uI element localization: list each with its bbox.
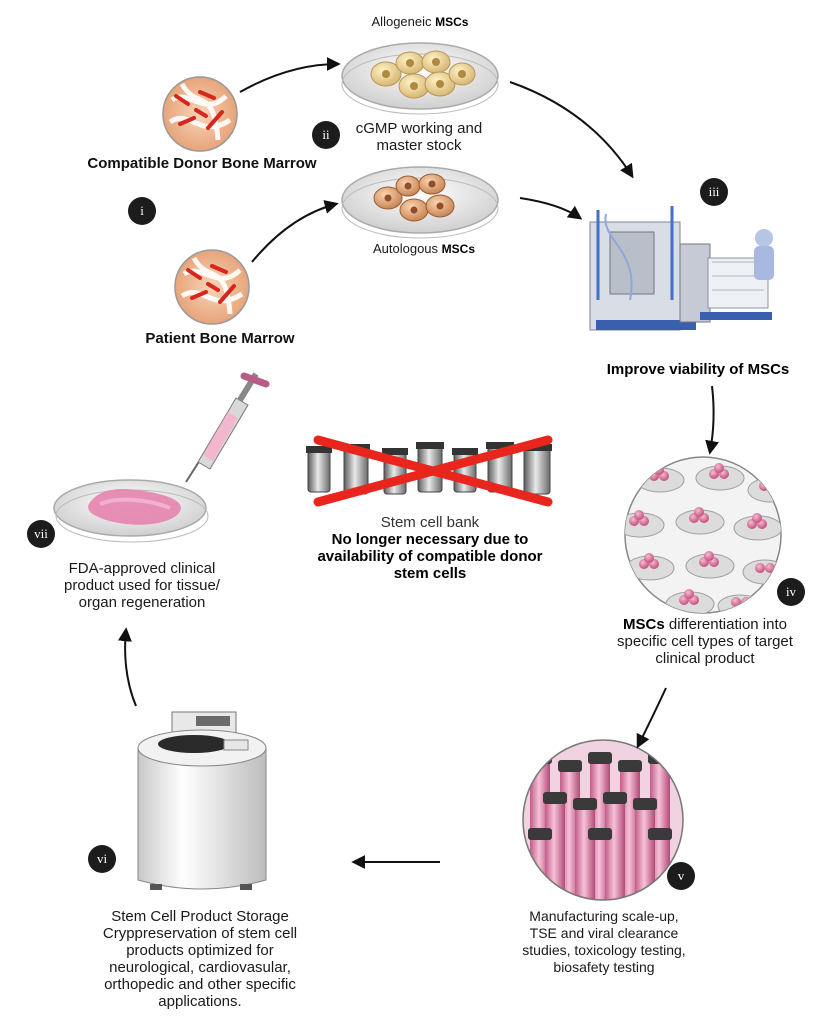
differentiated-cells-image — [624, 456, 782, 614]
bioreactor-equipment-image — [589, 206, 774, 331]
cryostorage-tank-image — [137, 711, 267, 890]
autologous-msc-dish — [341, 166, 499, 239]
step-badge-iii: iii — [700, 178, 728, 206]
red-cross-mark — [313, 435, 553, 507]
patient-bone-marrow-icon — [174, 249, 250, 325]
arrow-autologous-to-bioreactor — [519, 197, 583, 220]
stem-cell-bank-canisters — [306, 442, 552, 495]
manufacturing-caption: Manufacturing scale-up,TSE and viral cle… — [522, 908, 686, 975]
allogeneic-label: Allogeneic MSCs — [371, 14, 469, 29]
step-badge-ii: ii — [312, 121, 340, 149]
step-badge-vii: vii — [27, 520, 55, 548]
arrow-donor-to-allogeneic — [239, 57, 341, 93]
patient-bone-marrow-label: Patient Bone Marrow — [145, 330, 295, 347]
allogeneic-msc-dish — [341, 42, 499, 115]
autologous-label: Autologous MSCs — [372, 241, 475, 256]
step-badge-iv: iv — [777, 578, 805, 606]
vial-array-image — [522, 739, 684, 901]
viability-caption: Improve viability of MSCs — [606, 361, 790, 378]
step-badge-i: i — [128, 197, 156, 225]
donor-bone-marrow-label: Compatible Donor Bone Marrow — [87, 155, 317, 172]
flow-arrows — [117, 57, 719, 869]
arrow-viability-to-differentiation — [705, 385, 719, 455]
arrow-patient-to-autologous — [251, 200, 339, 263]
donor-bone-marrow-icon — [162, 76, 238, 152]
step-badge-v: v — [667, 862, 695, 890]
step-badge-vi: vi — [88, 845, 116, 873]
syringe-dish-image — [53, 372, 270, 543]
arrow-allogeneic-to-bioreactor — [509, 81, 634, 179]
arrow-differentiation-to-manufacturing — [636, 687, 667, 749]
arrow-storage-to-clinical — [117, 627, 137, 707]
stem-cell-bank-caption: Stem cell bank No longer necessary due t… — [317, 514, 543, 582]
differentiation-caption: MSCs differentiation into specific cell … — [617, 616, 793, 667]
